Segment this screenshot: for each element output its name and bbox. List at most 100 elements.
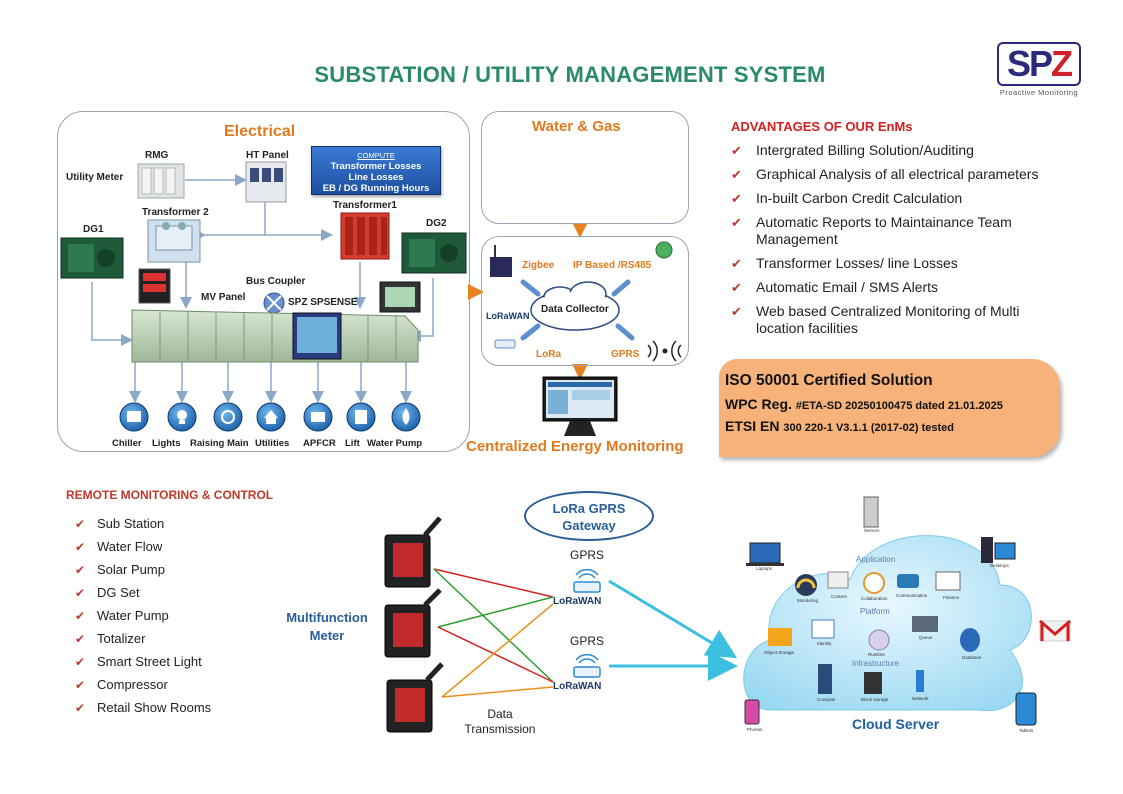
cloud-platform-label: Platform	[860, 607, 890, 616]
check-icon: ✔	[731, 280, 742, 295]
label-utility-meter: Utility Meter	[66, 172, 124, 183]
label-compute: Compute	[817, 697, 836, 702]
multifunction-meter-1	[384, 516, 442, 588]
electrical-title: Electrical	[224, 123, 296, 140]
logo-text-b: Z	[1051, 43, 1073, 84]
transformer2-unit	[147, 219, 201, 263]
check-icon: ✔	[75, 701, 86, 715]
label-transformer2: Transformer 2	[142, 207, 209, 218]
compute-line3: EB / DG Running Hours	[322, 183, 430, 194]
label-laptops: Laptops	[756, 566, 773, 571]
load-label-water-pump: Water Pump	[367, 438, 423, 449]
label-monitoring: Monitoring	[797, 598, 819, 603]
compute-line1: Transformer Losses	[330, 161, 422, 172]
label-collector-gprs: GPRS	[611, 349, 640, 360]
label-collaboration: Collaboration	[861, 596, 888, 601]
remote-list: ✔Sub Station ✔Water Flow ✔Solar Pump ✔DG…	[75, 516, 211, 723]
label-ip-based: IP Based /RS485	[573, 260, 652, 271]
load-icons	[119, 402, 421, 432]
cloud-server-label: Cloud Server	[852, 716, 940, 732]
multifunction-meter-2	[384, 588, 442, 658]
laptop-icon	[749, 542, 781, 564]
logo-text-a: SP	[1006, 43, 1053, 84]
check-icon: ✔	[75, 678, 86, 692]
zigbee-icon	[490, 257, 512, 277]
load-label-chiller: Chiller	[112, 438, 142, 449]
lorawan-label-1: LoRaWAN	[553, 596, 602, 607]
check-icon: ✔	[731, 143, 742, 158]
label-network: Network	[912, 696, 929, 701]
remote-item: ✔Water Flow	[75, 539, 163, 554]
check-icon: ✔	[731, 167, 742, 182]
advantage-item: ✔Graphical Analysis of all electrical pa…	[731, 166, 1039, 182]
gateway-router-1	[573, 568, 601, 593]
advantage-item: ✔Automatic Email / SMS Alerts	[731, 279, 939, 295]
gprs-label-2: GPRS	[570, 634, 605, 648]
cert-wpc: WPC Reg. #ETA-SD 20250100475 dated 21.01…	[725, 396, 1003, 412]
lora-router-icon	[494, 339, 516, 349]
label-rmg: RMG	[145, 150, 169, 161]
remote-item: ✔Retail Show Rooms	[75, 700, 212, 715]
advantage-item: ✔In-built Carbon Credit Calculation	[731, 190, 963, 206]
advantages-list: ✔Intergrated Billing Solution/Auditing ✔…	[731, 142, 1051, 344]
label-zigbee: Zigbee	[522, 260, 555, 271]
monitoring-screen-icon	[542, 376, 618, 436]
compute-line2: Line Losses	[348, 172, 404, 183]
check-icon: ✔	[731, 215, 742, 230]
logo-tagline: Proactive Monitoring	[999, 88, 1079, 97]
remote-item: ✔Smart Street Light	[75, 654, 202, 669]
gmail-icon	[1039, 619, 1071, 642]
label-transformer1: Transformer1	[333, 200, 397, 211]
collector-panel	[481, 236, 689, 366]
cem-title: Centralized Energy Monitoring	[466, 438, 684, 455]
label-lora: LoRa	[536, 349, 561, 360]
transformer1-unit	[340, 212, 390, 260]
water-gas-title: Water & Gas	[532, 118, 621, 135]
label-block-storage: Block storage	[861, 697, 889, 702]
check-icon: ✔	[75, 632, 86, 646]
load-label-lights: Lights	[152, 438, 181, 449]
network-links	[433, 568, 554, 698]
gateway1-to-cloud-arrow	[608, 579, 738, 659]
label-queue: Queue	[919, 635, 933, 640]
advantage-item: ✔Intergrated Billing Solution/Auditing	[731, 142, 974, 158]
label-bus-coupler: Bus Coupler	[246, 276, 306, 287]
label-phones: Phones	[747, 727, 763, 732]
servers-icon	[863, 496, 879, 528]
advantage-item: ✔Automatic Reports to Maintainance Team …	[731, 214, 1012, 247]
advantage-item: ✔Web based Centralized Monitoring of Mul…	[731, 303, 1020, 336]
cloud-icons	[768, 571, 980, 694]
check-icon: ✔	[75, 586, 86, 600]
data-transmission-label: Data Transmission	[464, 707, 536, 736]
multifunction-meter-label: Multifunction Meter	[286, 610, 368, 643]
label-servers: Servers	[864, 528, 880, 533]
data-collector-cloud	[530, 281, 620, 331]
cloud-infrastructure-label: Infrastructure	[852, 659, 900, 668]
phone-icon	[744, 699, 760, 725]
gateway-line2: Gateway	[562, 518, 616, 533]
check-icon: ✔	[75, 563, 86, 577]
label-identity: Identity	[817, 641, 832, 646]
cert-etsi: ETSI EN 300 220-1 V3.1.1 (2017-02) teste…	[725, 418, 954, 434]
label-collector-lorawan: LoRaWAN	[486, 311, 530, 321]
tablet-icon	[1015, 692, 1037, 726]
desktop-monitor-icon	[994, 542, 1016, 560]
label-dg2: DG2	[426, 218, 447, 229]
remote-item: ✔Sub Station	[75, 516, 165, 531]
compute-title: COMPUTE	[357, 151, 395, 160]
desktop-tower-icon	[981, 537, 993, 563]
label-data-collector: Data Collector	[541, 304, 609, 315]
load-label-apfcr: APFCR	[303, 438, 336, 449]
remote-item: ✔Compressor	[75, 677, 168, 692]
check-icon: ✔	[731, 256, 742, 271]
label-spz-spsense: SPZ SPSENSE	[288, 297, 358, 308]
load-label-raising-main: Raising Main	[190, 438, 249, 449]
dg2-unit	[401, 232, 467, 274]
advantage-item: ✔Transformer Losses/ line Losses	[731, 255, 958, 271]
load-label-lift: Lift	[345, 438, 360, 449]
gateway-router-2	[573, 653, 601, 678]
load-label-utilities: Utilities	[255, 438, 290, 449]
label-tablets: Tablets	[1019, 728, 1034, 733]
